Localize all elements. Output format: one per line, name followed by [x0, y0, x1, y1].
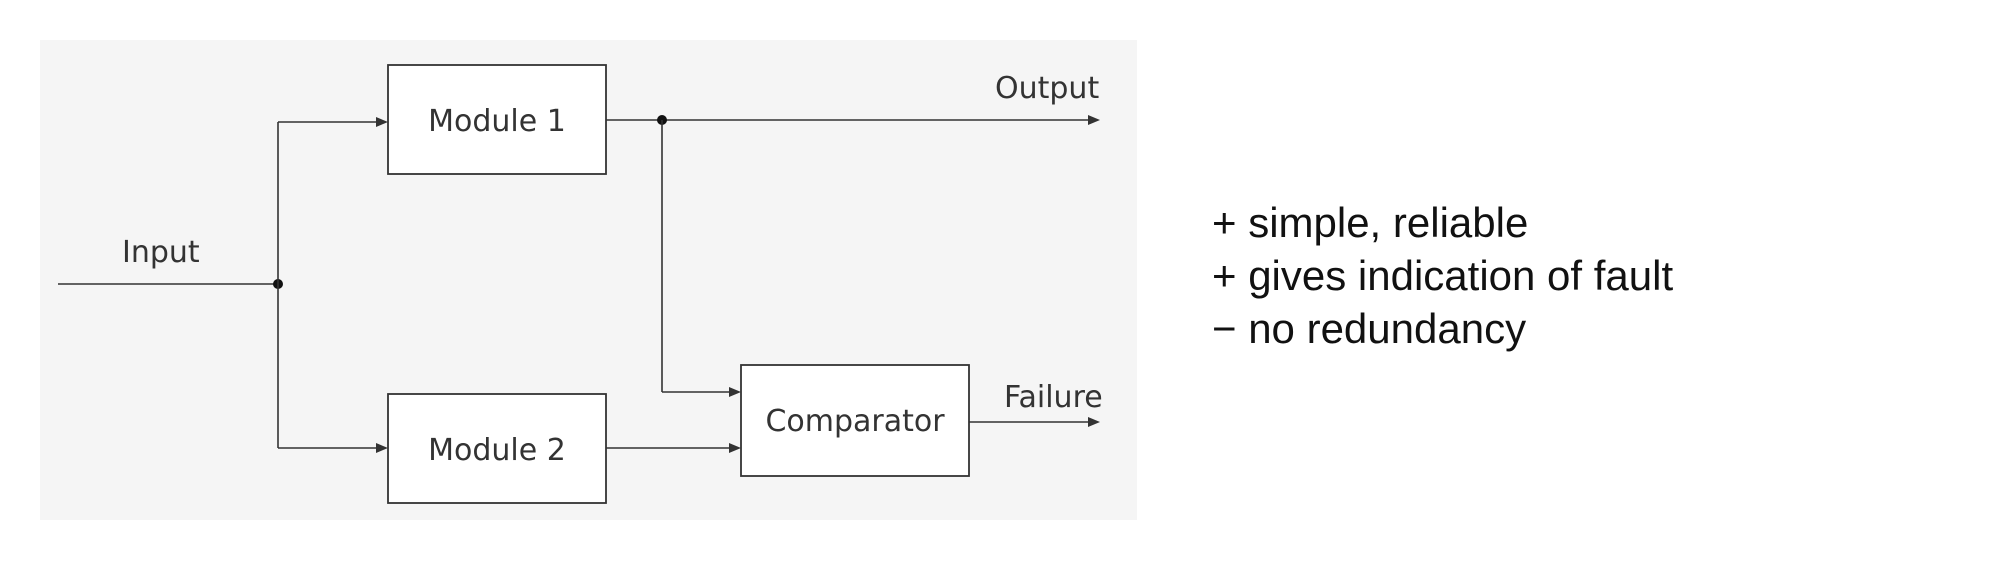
- module2-label: Module 2: [428, 433, 566, 468]
- failure-label: Failure: [1004, 380, 1103, 415]
- comparator-box: [740, 364, 970, 477]
- note-simple-reliable: + simple, reliable: [1212, 199, 1529, 246]
- to-module2-arrowhead: [376, 443, 388, 453]
- note-fault-indication: + gives indication of fault: [1212, 252, 1674, 299]
- module1-label: Module 1: [428, 104, 566, 139]
- note-no-redundancy: − no redundancy: [1212, 305, 1527, 352]
- input-label: Input: [122, 235, 200, 270]
- failure-arrowhead: [1088, 417, 1100, 427]
- module2-to-comparator-arrowhead: [729, 443, 741, 453]
- pros-cons-list: + simple, reliable + gives indication of…: [1212, 196, 1912, 355]
- to-module1-arrowhead: [376, 117, 388, 127]
- comparator-block: Comparator: [740, 364, 970, 477]
- comparator-label: Comparator: [765, 404, 945, 439]
- module1-to-comparator-arrowhead: [729, 387, 741, 397]
- output-label: Output: [995, 71, 1099, 106]
- module1-block: Module 1: [387, 64, 607, 175]
- module1-box: [387, 64, 607, 175]
- output-arrowhead: [1088, 115, 1100, 125]
- module2-block: Module 2: [387, 393, 607, 504]
